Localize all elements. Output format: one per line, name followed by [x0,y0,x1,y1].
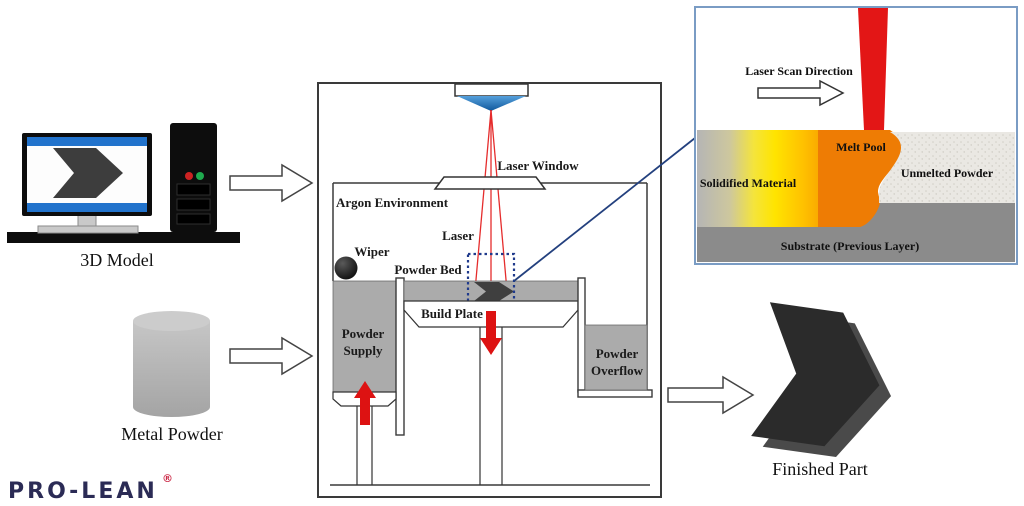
wiper-label: Wiper [354,244,389,259]
powder-caption: Metal Powder [121,424,222,444]
flow-arrow-machine-to-part-icon [667,375,755,415]
scan-direction-arrow-icon [757,79,845,107]
melt-pool-label: Melt Pool [836,140,886,154]
tower-red-led-icon [185,172,193,180]
brand-registered-mark: ® [162,472,173,485]
substrate-label: Substrate (Previous Layer) [781,239,919,253]
powder-overflow-block [584,324,648,391]
finished-part-caption: Finished Part [772,459,868,479]
piston-down-arrow-icon [480,311,502,355]
inset-laser-beam-icon [858,8,888,130]
laser-window-label: Laser Window [497,158,579,173]
piston-up-arrow-icon [354,381,376,425]
overflow-wall [577,277,586,393]
argon-environment-label: Argon Environment [336,195,449,210]
wiper-ball-icon [334,256,358,280]
melt-pool-inset: Laser Scan Direction Melt Pool Solidifie… [694,6,1018,265]
unmelted-powder-label: Unmelted Powder [901,166,994,180]
powder-cylinder-top [133,311,210,331]
powder-supply-block [332,280,397,393]
screen-top-bar [27,137,147,146]
desk [7,232,240,243]
powder-bed-label: Powder Bed [394,262,462,277]
tower-drive-bay [176,183,211,196]
model-caption: 3D Model [80,250,154,270]
monitor-base [37,225,139,234]
finished-part-front-face [751,302,880,447]
screen-bottom-bar [27,203,147,212]
brand-logo: PRO-LEAN ® [8,472,173,504]
powder-overflow-label-line1: Powder [596,346,639,361]
powder-supply-label-line2: Supply [343,343,383,358]
substrate-region [697,203,1015,262]
laser-window [433,176,547,190]
brand-logo-text: PRO-LEAN [8,479,158,504]
metal-powder-graphic [133,311,210,417]
supply-chamber-wall [395,277,405,436]
tower-drive-bay [176,198,211,211]
slm-machine: Laser Window Argon Environment Laser Wip… [317,82,662,498]
flow-arrow-model-to-machine-icon [229,163,314,203]
powder-supply-label-line1: Powder [342,326,385,341]
solidified-material-label: Solidified Material [700,176,797,190]
callout-connector-line [513,137,696,282]
laser-head [454,83,529,97]
flow-arrow-powder-to-machine-icon [229,336,314,376]
scan-direction-label: Laser Scan Direction [745,64,853,78]
build-plate-label: Build Plate [421,306,483,321]
computer-graphic [7,123,240,243]
tower-green-led-icon [196,172,204,180]
laser-beams [474,109,508,292]
laser-label: Laser [442,228,474,243]
printed-part-chevron-icon [474,282,514,301]
unmelted-powder-region [879,132,1015,203]
powder-overflow-label-line2: Overflow [591,363,644,378]
overflow-floor [577,389,653,398]
model-chevron-icon [53,148,123,198]
laser-lens-icon [457,96,526,111]
powder-cylinder-body [133,321,210,417]
finished-part-graphic [751,302,892,458]
tower-drive-bay [176,213,211,225]
